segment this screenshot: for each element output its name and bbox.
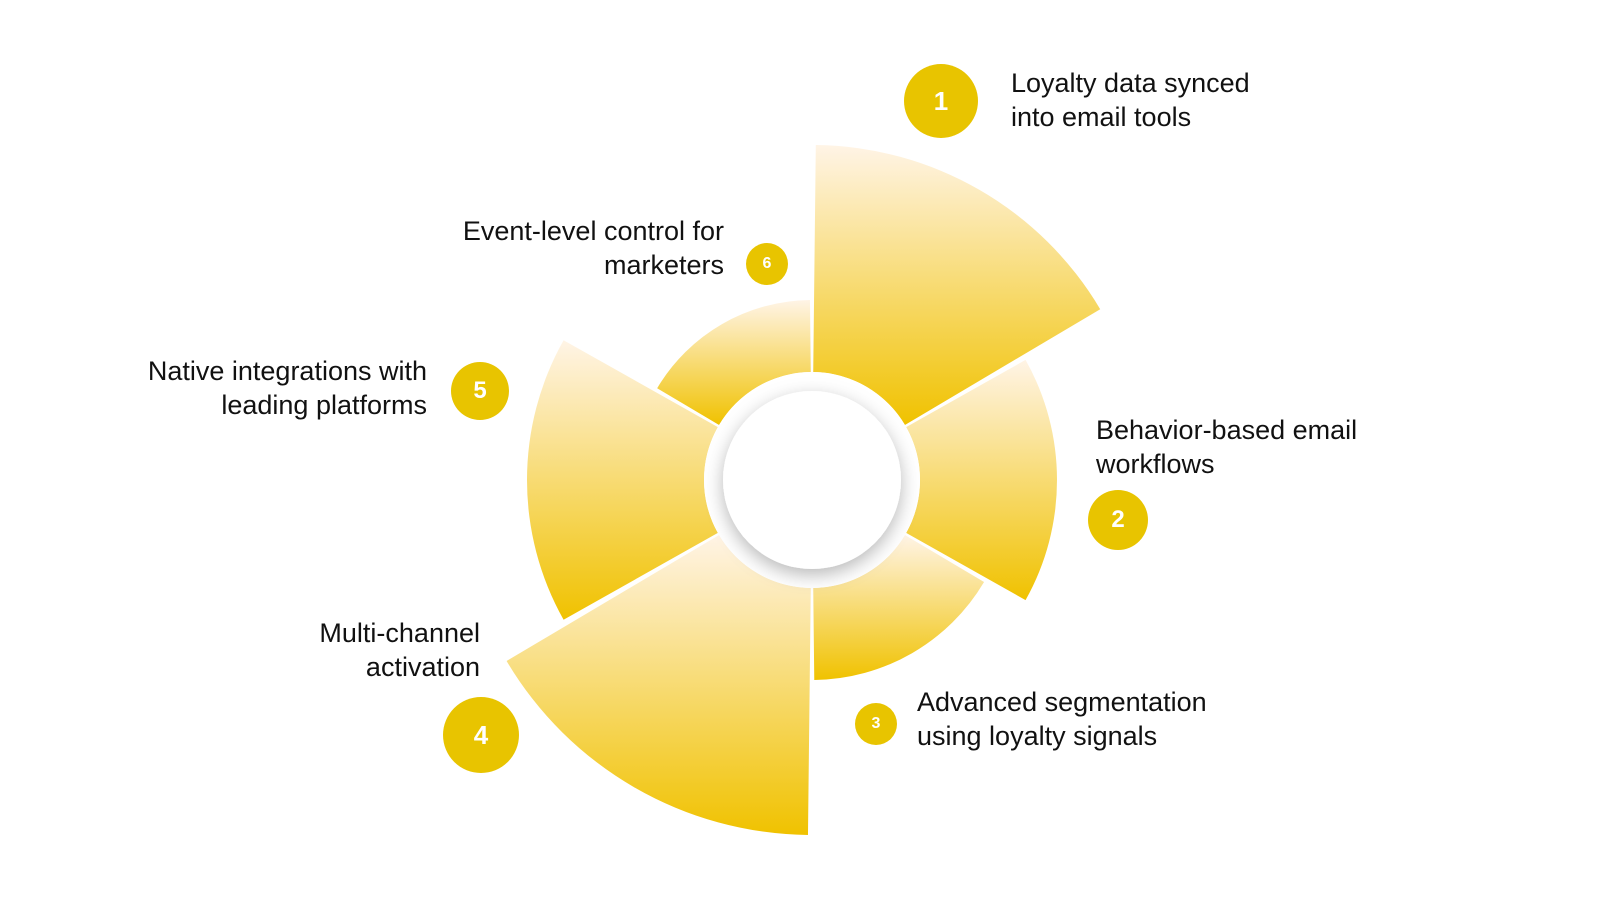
- step-2-label-line-1: Behavior-based email: [1096, 415, 1358, 445]
- step-2-label-line-2: workflows: [1096, 449, 1215, 479]
- step-4-badge: 4: [443, 697, 519, 773]
- step-4-label-line-2: activation: [365, 652, 480, 682]
- step-3-number: 3: [871, 715, 881, 732]
- segment-2: [906, 359, 1057, 601]
- step-4-label: Multi-channel activation: [319, 616, 480, 684]
- step-4-number: 4: [473, 719, 489, 750]
- step-3-badge: 3: [855, 703, 897, 745]
- center-hub: [723, 391, 901, 569]
- segment-3: [813, 535, 985, 680]
- step-6-label: Event-level control for marketers: [463, 214, 724, 282]
- step-1-label-line-2: into email tools: [1011, 102, 1192, 132]
- step-2-label: Behavior-based email workflows: [1096, 413, 1357, 481]
- step-5-number: 5: [473, 377, 487, 404]
- step-1-label: Loyalty data synced into email tools: [1011, 66, 1250, 134]
- segment-4: [506, 535, 811, 835]
- step-4-label-line-1: Multi-channel: [319, 618, 480, 648]
- step-6-number: 6: [762, 255, 772, 272]
- step-1-label-line-1: Loyalty data synced: [1011, 68, 1250, 98]
- step-1-badge: 1: [904, 64, 978, 138]
- step-2-number: 2: [1111, 506, 1125, 533]
- step-1-number: 1: [933, 85, 949, 116]
- step-2-badge: 2: [1088, 490, 1148, 550]
- step-5-label-line-2: leading platforms: [221, 390, 427, 420]
- step-3-label-line-2: using loyalty signals: [917, 721, 1158, 751]
- step-3-label-line-1: Advanced segmentation: [917, 687, 1207, 717]
- step-5-label-line-1: Native integrations with: [147, 356, 427, 386]
- step-6-label-line-2: marketers: [603, 250, 724, 280]
- step-3-label: Advanced segmentation using loyalty sign…: [917, 685, 1207, 753]
- step-6-badge: 6: [746, 243, 788, 285]
- step-6-label-line-1: Event-level control for: [462, 216, 724, 246]
- segment-6: [657, 300, 811, 425]
- segment-1: [813, 145, 1101, 425]
- step-5-badge: 5: [451, 362, 509, 420]
- step-5-label: Native integrations with leading platfor…: [148, 354, 427, 422]
- segment-5: [527, 340, 718, 620]
